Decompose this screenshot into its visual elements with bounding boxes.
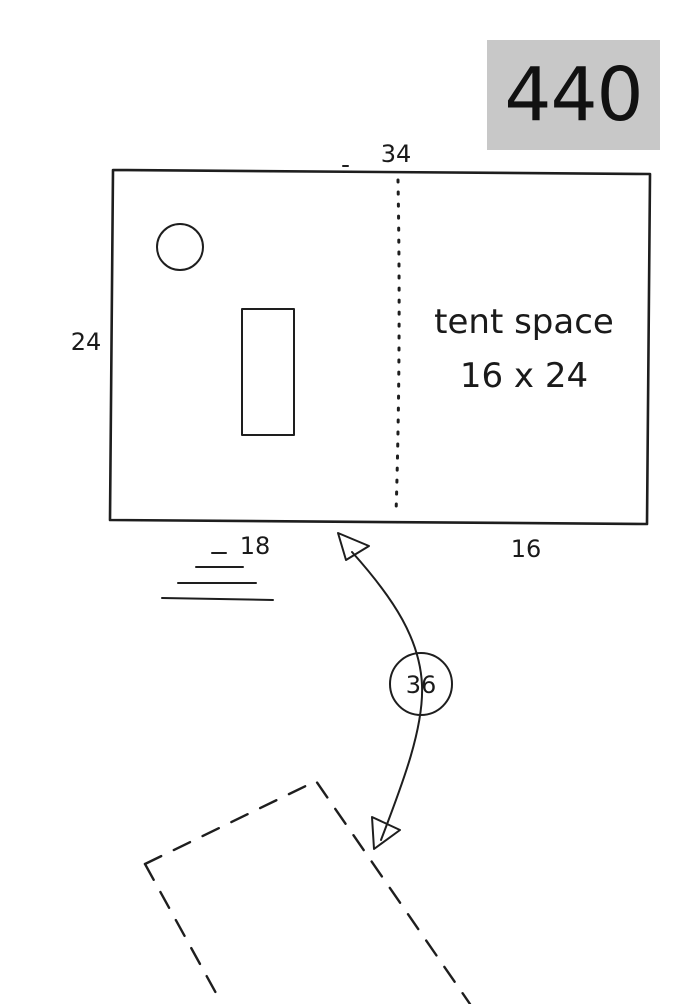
tent-space-divider: [394, 178, 401, 516]
parking-pad-outline-left: [143, 862, 224, 1004]
tent-space-title: tent space: [434, 302, 614, 342]
arrow-up-icon: [337, 532, 370, 561]
parking-angle-arc: [351, 551, 424, 841]
tent-space-size: 16 x 24: [460, 356, 588, 396]
parking-angle-circle: [389, 652, 453, 716]
picnic-table-icon: [241, 308, 295, 436]
bottom-left-width-label: 18: [240, 532, 271, 560]
fire-ring-icon: [156, 223, 204, 271]
site-outline: [108, 168, 652, 526]
steps-icon: [161, 552, 274, 601]
side-depth-label: 24: [71, 328, 102, 356]
parking-angle-label: 36: [406, 671, 437, 699]
parking-pad-outline: [143, 779, 472, 1004]
site-number: 440: [504, 52, 643, 138]
arrow-down-icon: [371, 816, 401, 850]
site-number-badge: 440: [487, 40, 660, 150]
top-width-label: 34: [381, 140, 412, 168]
bottom-right-width-label: 16: [511, 535, 542, 563]
